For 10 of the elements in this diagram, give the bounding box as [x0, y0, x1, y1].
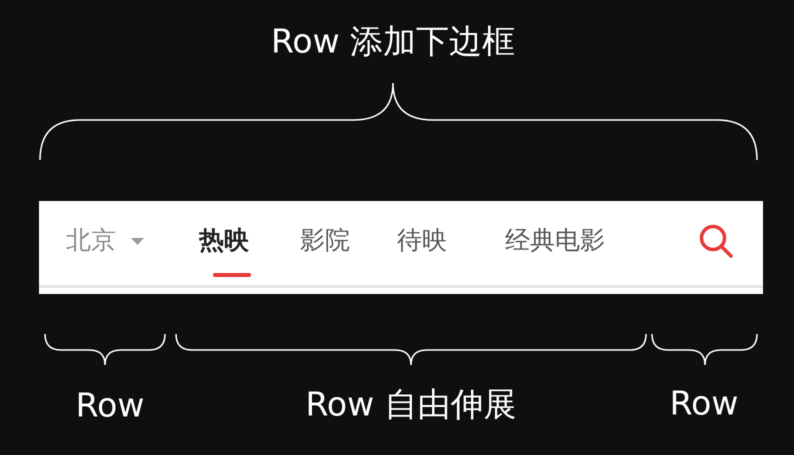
tab-label: 经典电影 — [505, 228, 605, 252]
brace-label: Row 添加下边框 — [270, 24, 516, 58]
tab-bar — [39, 201, 763, 294]
brace-label: Row — [670, 386, 738, 420]
brace-label: Row 自由伸展 — [305, 388, 517, 420]
tab-label: 影院 — [300, 228, 350, 252]
city-label: 北京 — [66, 228, 116, 252]
brace-label: Row — [76, 388, 144, 422]
tab-label: 待映 — [397, 228, 447, 252]
tab-label: 热映 — [199, 228, 249, 252]
